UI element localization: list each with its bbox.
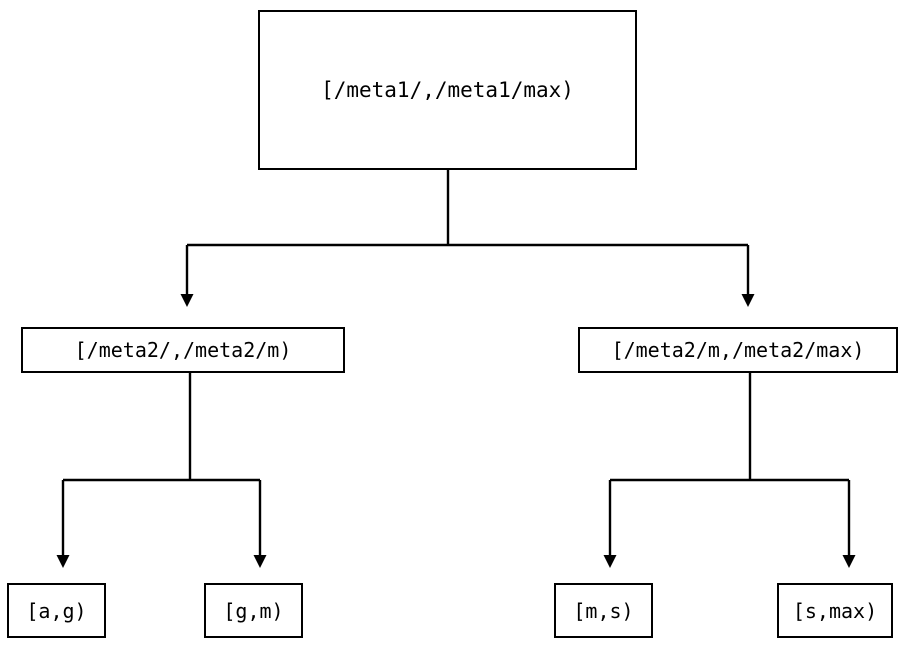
tree-node-leaf-0[interactable]: [a,g) [7,583,106,638]
arrowhead-to-mid-left [180,294,194,307]
tree-node-mid-right-label: [/meta2/m,/meta2/max) [611,338,865,362]
arrowhead-to-leaf-3 [842,555,856,568]
tree-node-mid-right[interactable]: [/meta2/m,/meta2/max) [578,327,898,373]
arrowhead-to-mid-right [741,294,755,307]
arrowhead-to-leaf-2 [603,555,617,568]
tree-node-root-label: [/meta1/,/meta1/max) [321,77,574,102]
arrowhead-to-leaf-1 [253,555,267,568]
tree-node-mid-left[interactable]: [/meta2/,/meta2/m) [21,327,345,373]
tree-node-leaf-2-label: [m,s) [573,598,634,623]
arrowhead-to-leaf-0 [56,555,70,568]
tree-node-leaf-1[interactable]: [g,m) [204,583,303,638]
tree-node-root[interactable]: [/meta1/,/meta1/max) [258,10,637,170]
tree-node-leaf-2[interactable]: [m,s) [554,583,653,638]
edge-mid-left-to-leaves-group [56,373,267,568]
tree-node-mid-left-label: [/meta2/,/meta2/m) [74,338,292,362]
tree-node-leaf-3[interactable]: [s,max) [777,583,893,638]
tree-node-leaf-0-label: [a,g) [26,598,87,623]
tree-node-leaf-1-label: [g,m) [223,598,284,623]
edge-mid-right-to-leaves-group [603,373,856,568]
tree-node-leaf-3-label: [s,max) [792,598,878,623]
edge-root-to-mid-group [180,170,755,307]
